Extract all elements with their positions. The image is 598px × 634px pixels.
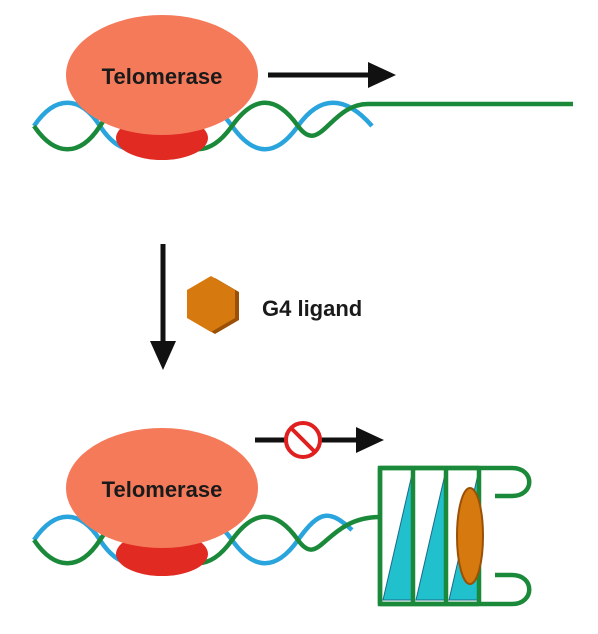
- top-telomerase-label: Telomerase: [102, 64, 223, 89]
- bottom-panel: Telomerase: [32, 421, 532, 607]
- ligand-step: G4 ligand: [150, 244, 362, 370]
- g-quartet-2: [415, 469, 447, 601]
- quadruplex-loop-top: [377, 465, 532, 517]
- g-quartet-1: [382, 469, 414, 601]
- bound-g4-ligand: [456, 487, 484, 585]
- top-dna-strand-green: [32, 100, 573, 152]
- no-entry-icon: [284, 421, 322, 459]
- down-arrow-icon: [150, 244, 176, 370]
- top-telomerase-body: [66, 15, 258, 135]
- bottom-dna-strand-green: [32, 514, 381, 566]
- ligand-label: G4 ligand: [262, 296, 362, 321]
- bottom-telomerase-body: [66, 428, 258, 548]
- top-panel: Telomerase: [32, 15, 573, 160]
- quadruplex-loop-bottom: [377, 517, 532, 607]
- g4-ligand-hexagon-icon: [187, 276, 239, 334]
- g-quadruplex-icon: [377, 465, 532, 607]
- forward-arrow-icon: [268, 62, 396, 88]
- bottom-telomerase-label: Telomerase: [102, 477, 223, 502]
